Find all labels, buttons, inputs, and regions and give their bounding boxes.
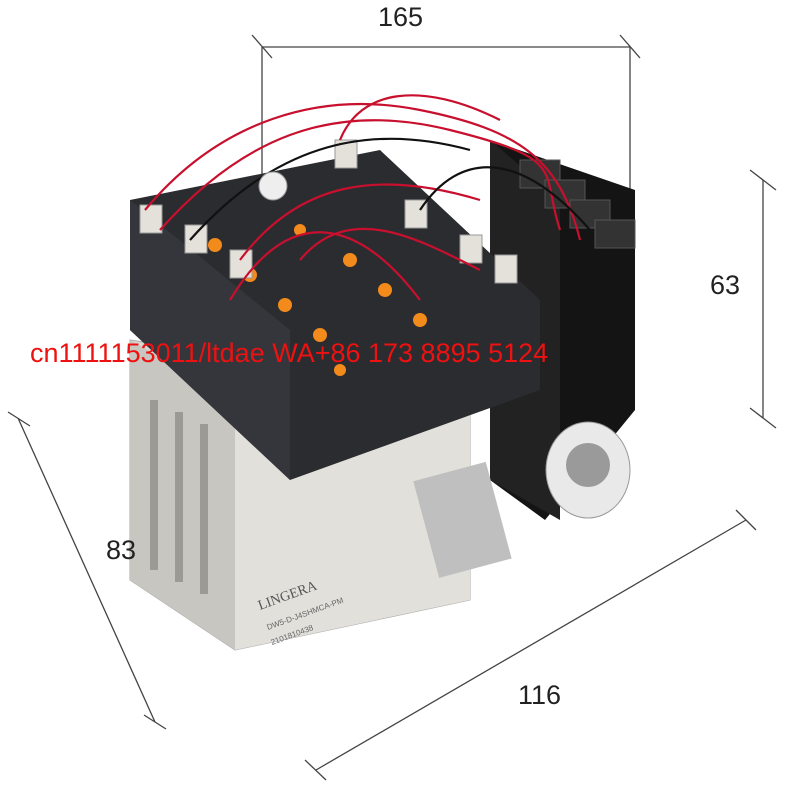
dimension-lines [7,34,777,781]
valve-stack [130,139,540,480]
dimension-width-label: 165 [378,2,424,32]
dimension-depth-label: 83 [106,535,137,565]
watermark-text: cn1111153011/ltdae WA+86 173 8895 5124 [30,338,549,368]
push-fittings [258,171,631,578]
dimension-length-label: 116 [518,680,562,710]
dimension-height-label: 63 [710,270,741,300]
wire-bundle [144,94,591,301]
